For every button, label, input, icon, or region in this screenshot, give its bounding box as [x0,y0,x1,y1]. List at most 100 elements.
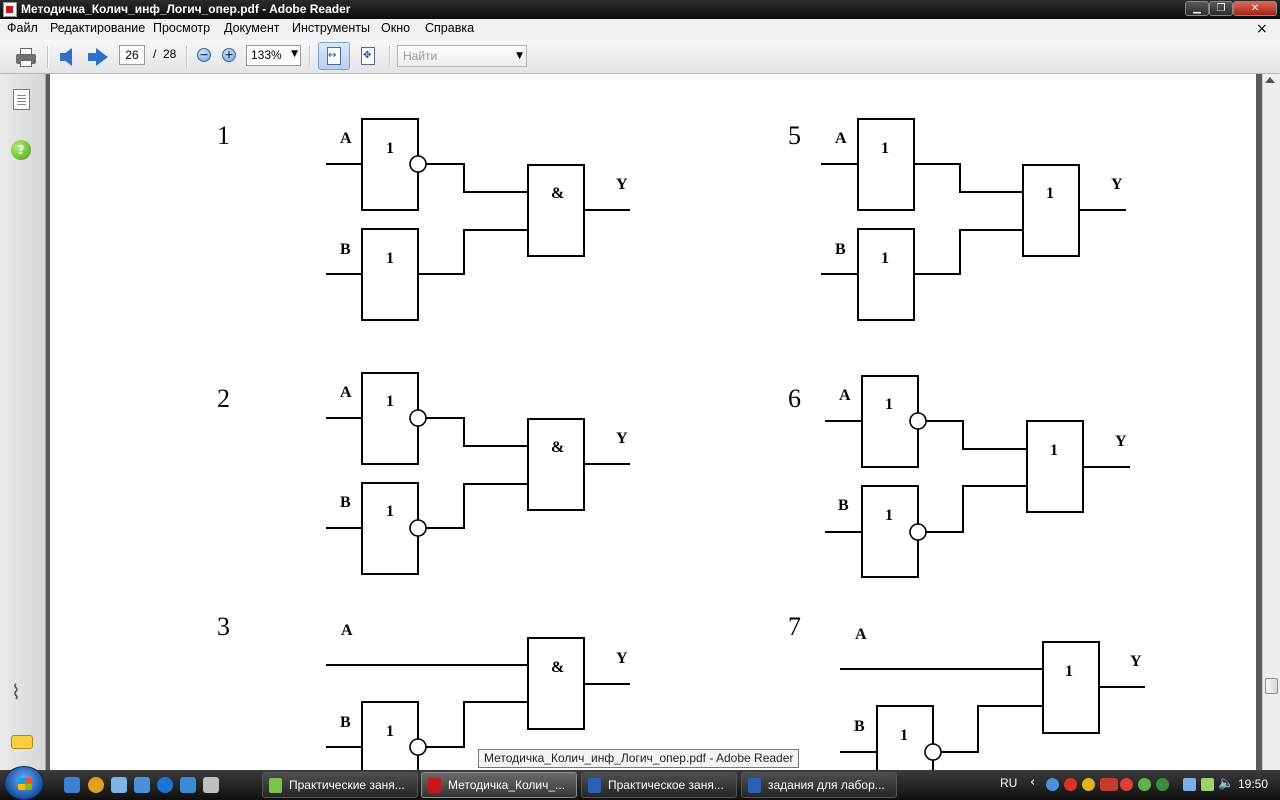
close-document-icon[interactable]: × [1256,21,1268,37]
opera-tray-icon[interactable] [1120,778,1133,791]
clock[interactable]: 19:50 [1238,777,1269,791]
menu-tools[interactable]: Инструменты [292,21,370,35]
window-title: Методичка_Колич_инф_Логич_опер.pdf - Ado… [21,2,351,16]
scroll-thumb[interactable] [1265,678,1278,694]
word-icon [588,778,601,793]
search-box[interactable]: Найти ▼ [397,45,527,67]
folder-icon[interactable] [180,777,196,793]
input-label-b: B [340,714,351,731]
gate [1026,420,1084,513]
gate-label: & [551,659,564,676]
scroll-up-icon[interactable] [1265,77,1275,83]
taskbar: Практические заня... Методичка_Колич_...… [0,766,1280,800]
taskbar-item-active[interactable]: Методичка_Колич_... [421,772,577,798]
pdf-icon [428,778,441,793]
mail-tray-icon[interactable] [1082,778,1095,791]
arrow-right-icon [88,48,108,66]
zoom-out-button[interactable]: − [197,48,211,62]
gate [861,375,919,468]
gate-label: 1 [881,250,889,267]
gate [527,164,585,257]
diagram-3: 3 A B 1 & Y [217,612,630,770]
chevron-left-icon[interactable]: ‹ [1030,775,1036,790]
taskbar-item[interactable]: Практические заня... [262,772,418,798]
gate-label: 1 [1065,663,1073,680]
fit-page-button[interactable] [356,44,382,68]
update-tray-icon[interactable] [1138,778,1151,791]
vertical-scrollbar[interactable] [1262,74,1280,770]
input-label-a: A [341,622,353,639]
monitor-icon[interactable] [134,777,150,793]
print-icon[interactable] [14,45,38,69]
page-number-input[interactable]: 26 [119,45,145,65]
pdf-page: 1 A B 1 1 & Y 2 A B [50,74,1256,770]
minimize-button[interactable]: ▁ [1185,1,1209,16]
internet-explorer-icon[interactable] [157,777,173,793]
comments-icon[interactable] [11,735,33,749]
input-label-b: B [340,241,351,258]
gate-label: 1 [900,727,908,744]
word-icon [748,778,761,793]
volume-icon[interactable]: 🔈 [1218,776,1235,791]
prev-page-button[interactable] [58,45,82,69]
document-icon [269,778,282,793]
check-tray-icon[interactable] [1156,778,1169,791]
zoom-value: 133% [251,48,282,62]
menu-file[interactable]: Файл [7,21,38,35]
toolbar-separator [389,46,391,68]
toolbar-separator [309,46,311,68]
menu-edit[interactable]: Редактирование [50,21,146,35]
calculator-icon[interactable] [203,777,219,793]
input-label-a: A [855,626,867,643]
language-indicator[interactable]: RU [1000,776,1018,790]
show-desktop-icon[interactable] [64,777,80,793]
start-button[interactable] [4,766,44,800]
output-label-y: Y [616,650,628,667]
menu-window[interactable]: Окно [381,21,411,35]
taskbar-item[interactable]: Практическое заня... [581,772,737,798]
menu-document[interactable]: Документ [224,21,280,35]
gate [527,418,585,511]
gate-label: & [551,185,564,202]
network-tray-icon[interactable] [1046,778,1059,791]
gate-label: 1 [1050,442,1058,459]
fit-width-button[interactable] [318,42,350,70]
diagram-number: 3 [217,612,230,641]
icq-tray-icon[interactable] [1100,778,1118,791]
taskbar-tooltip: Методичка_Колич_инф_Логич_опер.pdf - Ado… [478,749,800,768]
network-status-icon[interactable] [1183,778,1196,791]
diagram-5: 5 A B 1 1 1 Y [788,118,1126,321]
chevron-down-icon[interactable]: ▼ [516,51,523,61]
fit-page-icon [361,47,375,65]
mail-agent-icon[interactable] [88,777,104,793]
document-area: 1 A B 1 1 & Y 2 A B [46,74,1262,770]
search-input[interactable]: Найти [403,49,438,63]
help-icon[interactable]: ? [11,140,31,160]
title-bar: Методичка_Колич_инф_Логич_опер.pdf - Ado… [0,0,1280,19]
paperclip-icon[interactable]: ⌇ [11,680,21,704]
chevron-down-icon: ▼ [291,49,298,59]
pages-icon[interactable] [13,89,30,110]
gate [361,482,419,575]
navigation-panel [0,74,46,770]
menu-view[interactable]: Просмотр [153,21,211,35]
gate [876,705,934,770]
diagram-number: 6 [788,384,801,413]
close-button[interactable]: ✕ [1233,1,1277,16]
gate [1022,164,1080,257]
maximize-button[interactable]: ❐ [1209,1,1233,16]
taskbar-item[interactable]: задания для лабор... [741,772,897,798]
inverter-bubble [909,523,927,541]
box-icon[interactable] [111,777,127,793]
output-label-y: Y [1115,433,1127,450]
diagram-1: 1 A B 1 1 & Y [217,118,630,321]
zoom-in-button[interactable]: + [222,48,236,62]
toolbar-separator [186,46,188,68]
next-page-button[interactable] [88,45,112,69]
antivirus-tray-icon[interactable] [1064,778,1077,791]
battery-icon[interactable] [1201,778,1214,791]
input-label-a: A [835,130,847,147]
zoom-select[interactable]: 133% ▼ [246,45,301,66]
menu-help[interactable]: Справка [425,21,475,35]
output-label-y: Y [616,176,628,193]
